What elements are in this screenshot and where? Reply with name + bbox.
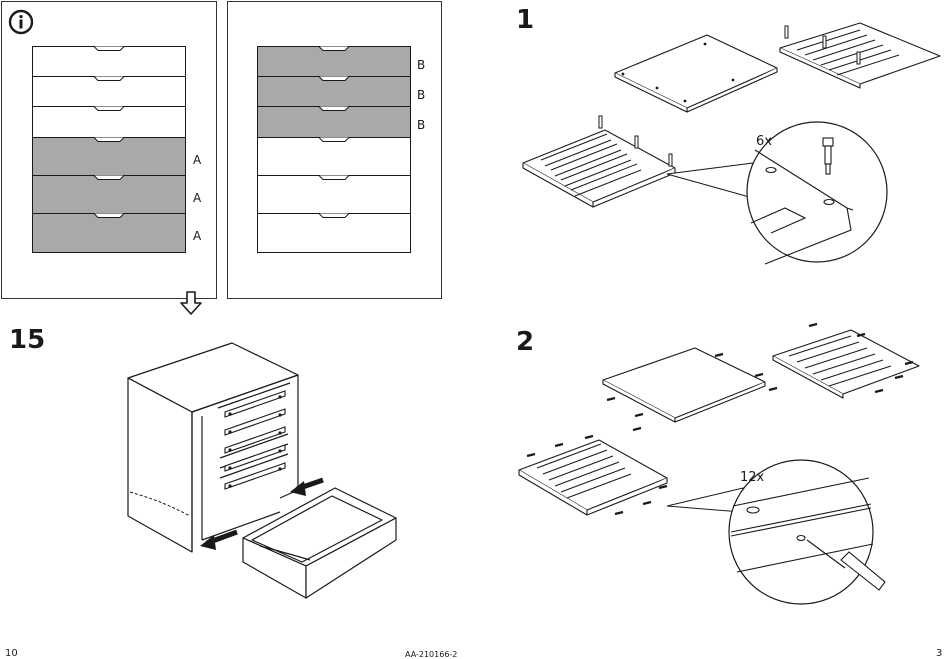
drawer-label-b-1: B xyxy=(417,58,425,72)
shaded-drawer xyxy=(258,107,411,138)
cabinet-illustration xyxy=(120,340,410,610)
step1-illustration xyxy=(515,18,885,268)
step-number-15: 15 xyxy=(9,325,45,355)
shaded-drawer xyxy=(33,176,186,214)
drawer-stack-left xyxy=(32,46,186,254)
drawer-label-b-2: B xyxy=(417,88,425,102)
drawer-label-a-3: A xyxy=(193,229,201,243)
left-page-number: 10 xyxy=(5,648,18,659)
drawer-stack-right xyxy=(257,46,411,254)
drawer-label-a-1: A xyxy=(193,153,201,167)
right-page-number: 3 xyxy=(936,648,942,659)
info-icon xyxy=(8,9,34,35)
quantity-label-12x: 12x xyxy=(740,470,764,485)
step2-illustration xyxy=(515,320,935,610)
drawer-label-b-3: B xyxy=(417,118,425,132)
down-arrow-icon xyxy=(180,291,202,315)
shaded-drawer xyxy=(33,138,186,176)
document-code: AA-210166-2 xyxy=(405,650,457,659)
drawer-label-a-2: A xyxy=(193,191,201,205)
quantity-label-6x: 6x xyxy=(756,134,772,149)
shaded-drawer xyxy=(33,214,186,253)
